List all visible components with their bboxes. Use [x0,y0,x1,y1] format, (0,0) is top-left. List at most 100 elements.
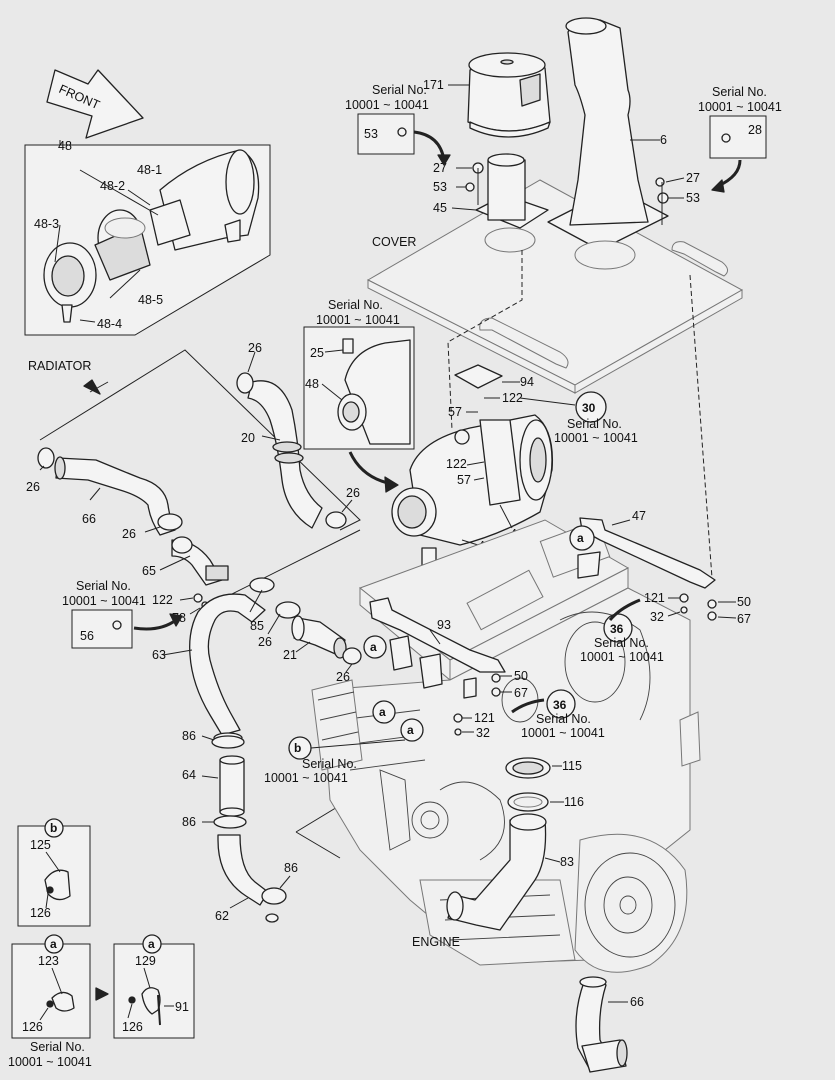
serial-title-ab: Serial No. [302,757,357,771]
serial-callout-53: Serial No. 10001 ~ 10041 53 [345,83,451,166]
air-cleaner-main: 94 122 57 122 57 44 48 25 [391,364,576,568]
serial-title-56: Serial No. [76,579,131,593]
serial-title-30: Serial No. [567,417,622,431]
cover-plate: COVER [366,179,744,394]
label-53c: 53 [686,191,700,205]
label-20: 20 [241,431,255,445]
label-83: 83 [560,855,574,869]
serial-range-53: 10001 ~ 10041 [345,98,429,112]
label-21: 21 [283,648,297,662]
label-53b: 53 [433,180,447,194]
serial-range-56: 10001 ~ 10041 [62,594,146,608]
serial-title-28: Serial No. [712,85,767,99]
serial-range-a: 10001 ~ 10041 [8,1055,92,1069]
circle-a-5: a [50,937,57,951]
serial-title-53: Serial No. [372,83,427,97]
label-62: 62 [215,909,229,923]
label-122b: 122 [446,457,467,471]
label-93: 93 [437,618,451,632]
label-115: 115 [562,759,582,773]
serial-callout-25: Serial No. 10001 ~ 10041 25 48 [303,298,415,493]
serial-title-25: Serial No. [328,298,383,312]
circle-a-6: a [148,937,155,951]
front-arrow: FRONT [46,69,144,139]
precleaner: 171 [423,52,551,221]
label-66b: 66 [630,995,644,1009]
serial-callout-28: Serial No. 10001 ~ 10041 28 [698,85,782,193]
hose-66-bottom: 66 [575,976,644,1073]
callout-30: 30 Serial No. 10001 ~ 10041 [554,391,638,445]
serial-callout-56: Serial No. 10001 ~ 10041 56 [62,579,183,649]
serial-title-36a: Serial No. [594,636,649,650]
serial-range-36a: 10001 ~ 10041 [580,650,664,664]
radiator-hoses: RADIATOR 26 20 26 26 66 26 65 [26,341,361,625]
hose-63-group: 85 26 63 21 26 86 64 86 62 86 [152,577,417,923]
label-26d: 26 [122,527,136,541]
label-57a: 57 [448,405,462,419]
circle-b-1: b [294,741,301,755]
label-122c: 122 [152,593,173,607]
label-91: 91 [175,1000,189,1014]
bracket-47: a 47 [569,509,716,589]
dashed-leader-right [689,274,713,579]
label-121b: 121 [474,711,495,725]
label-122a: 122 [502,391,523,405]
label-26f: 26 [336,670,350,684]
label-94: 94 [520,375,534,389]
engine-label: ENGINE [412,935,460,949]
turbo-hose: 115 116 83 [446,757,584,931]
serial-range-36b: 10001 ~ 10041 [521,726,605,740]
label-67a: 67 [737,612,751,626]
label-56: 56 [80,629,94,643]
arrow-to-right-box [95,987,109,1001]
label-6: 6 [660,133,667,147]
air-cleaner-inset: 48 48-1 48-2 48-3 48-5 48-4 [24,139,271,336]
label-48-5: 48-5 [138,293,163,307]
label-85: 85 [250,619,264,633]
label-125: 125 [30,838,51,852]
label-25a: 25 [310,346,324,360]
circle-a-2: a [370,640,377,654]
label-64: 64 [182,768,196,782]
label-32b: 32 [476,726,490,740]
bracket-93: a 93 50 67 121 32 [363,597,528,740]
label-121a: 121 [644,591,665,605]
label-65: 65 [142,564,156,578]
serial-title-36b: Serial No. [536,712,591,726]
label-48b: 48 [305,377,319,391]
circle-36b: 36 [553,698,567,712]
label-126c: 126 [122,1020,143,1034]
serial-range-30: 10001 ~ 10041 [554,431,638,445]
serial-range-28: 10001 ~ 10041 [698,100,782,114]
label-50a: 50 [737,595,751,609]
label-48-1: 48-1 [137,163,162,177]
bolts-right: 27 53 [655,171,700,225]
fasteners-right: 121 32 50 67 [644,591,751,626]
label-48-4: 48-4 [97,317,122,331]
label-26e: 26 [258,635,272,649]
label-171: 171 [423,78,444,92]
label-32a: 32 [650,610,664,624]
label-28: 28 [748,123,762,137]
intake-pipe-6: 6 [565,17,667,226]
serial-range-25: 10001 ~ 10041 [316,313,400,327]
label-86c: 86 [284,861,298,875]
label-123: 123 [38,954,59,968]
circle-b-2: b [50,821,57,835]
label-66a: 66 [82,512,96,526]
label-26c: 26 [26,480,40,494]
label-53a: 53 [364,127,378,141]
label-86b: 86 [182,815,196,829]
circle-a-1: a [577,531,584,545]
label-126a: 126 [30,906,51,920]
label-86a: 86 [182,729,196,743]
label-63: 63 [152,648,166,662]
label-26b: 26 [346,486,360,500]
label-45: 45 [433,201,447,215]
callout-circles-engine: a b a Serial No. 10001 ~ 10041 [264,700,424,785]
callout-36-upper: 36 Serial No. 10001 ~ 10041 [580,598,664,664]
label-129: 129 [135,954,156,968]
label-48-2: 48-2 [100,179,125,193]
